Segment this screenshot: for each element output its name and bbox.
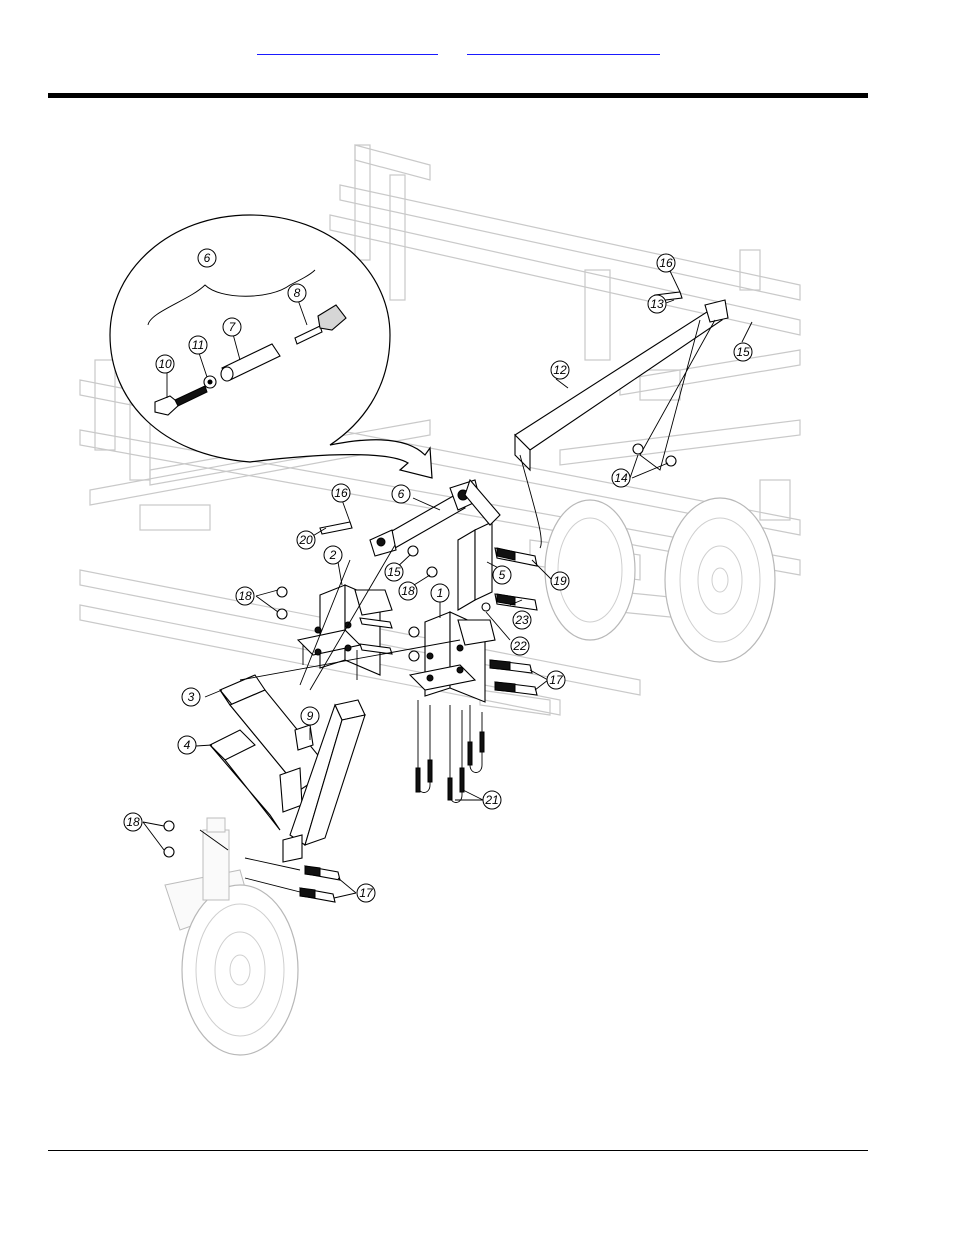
- svg-text:4: 4: [184, 738, 191, 752]
- callout-12: 12: [550, 360, 570, 380]
- svg-text:13: 13: [650, 297, 664, 311]
- callout-3: 3: [181, 687, 201, 707]
- svg-text:6: 6: [204, 251, 211, 265]
- callout-10: 10: [155, 354, 175, 374]
- callout-22: 22: [510, 636, 530, 656]
- svg-text:3: 3: [188, 690, 195, 704]
- callout-9: 9: [300, 706, 320, 726]
- callout-15-right: 15: [733, 342, 753, 362]
- callout-16: 16: [331, 483, 351, 503]
- callout-6: 6: [391, 484, 411, 504]
- callout-13: 13: [647, 294, 667, 314]
- callout-7: 7: [222, 317, 242, 337]
- callout-5: 5: [492, 565, 512, 585]
- callout-14: 14: [611, 468, 631, 488]
- svg-text:18: 18: [238, 589, 252, 603]
- header-link-left[interactable]: [257, 38, 438, 55]
- header-rule: [48, 93, 868, 98]
- bracket-5: [457, 478, 538, 612]
- svg-text:17: 17: [549, 673, 564, 687]
- svg-text:18: 18: [401, 584, 415, 598]
- callout-11: 11: [188, 335, 208, 355]
- svg-text:15: 15: [387, 565, 401, 579]
- callout-2: 2: [323, 545, 343, 565]
- svg-text:9: 9: [307, 709, 314, 723]
- callout-20: 20: [296, 530, 316, 550]
- svg-text:6: 6: [398, 487, 405, 501]
- mounting-plates: [276, 566, 538, 703]
- svg-text:1: 1: [437, 586, 444, 600]
- callout-8: 8: [287, 283, 307, 303]
- footer-rule: [48, 1150, 868, 1151]
- callout-4: 4: [177, 735, 197, 755]
- top-link-assembly: [514, 291, 729, 549]
- svg-text:23: 23: [514, 613, 529, 627]
- callout-18-lower-left: 18: [123, 812, 143, 832]
- callout-6-detail: 6: [197, 248, 217, 268]
- svg-text:19: 19: [553, 574, 567, 588]
- callout-17: 17: [356, 883, 376, 903]
- svg-text:11: 11: [192, 338, 204, 352]
- u-bolts: [302, 645, 485, 803]
- svg-text:10: 10: [158, 357, 172, 371]
- header-link-right[interactable]: [467, 38, 660, 55]
- front-hardware: [163, 820, 341, 903]
- svg-text:20: 20: [298, 533, 313, 547]
- hitch-arms: [199, 544, 461, 863]
- svg-text:15: 15: [736, 345, 750, 359]
- svg-text:16: 16: [659, 256, 673, 270]
- detail-bubble: [109, 214, 433, 479]
- gauge-wheel: [164, 817, 299, 1056]
- callout-19: 19: [550, 571, 570, 591]
- callout-17-right: 17: [546, 670, 566, 690]
- svg-text:16: 16: [334, 486, 348, 500]
- callout-21: 21: [482, 790, 502, 810]
- callout-15: 15: [384, 562, 404, 582]
- callout-18-upper-left: 18: [235, 586, 255, 606]
- callout-1: 1: [430, 583, 450, 603]
- svg-text:2: 2: [329, 548, 337, 562]
- callout-16-right: 16: [656, 253, 676, 273]
- svg-text:5: 5: [499, 568, 506, 582]
- leader-lines: [142, 270, 753, 899]
- svg-text:7: 7: [229, 320, 237, 334]
- rear-wheels: [544, 497, 776, 663]
- svg-text:8: 8: [294, 286, 301, 300]
- svg-text:17: 17: [359, 886, 374, 900]
- callout-18: 18: [398, 581, 418, 601]
- svg-text:22: 22: [512, 639, 527, 653]
- svg-text:18: 18: [126, 815, 140, 829]
- callout-23: 23: [512, 610, 532, 630]
- svg-text:12: 12: [553, 363, 567, 377]
- svg-text:14: 14: [614, 471, 628, 485]
- svg-text:21: 21: [484, 793, 498, 807]
